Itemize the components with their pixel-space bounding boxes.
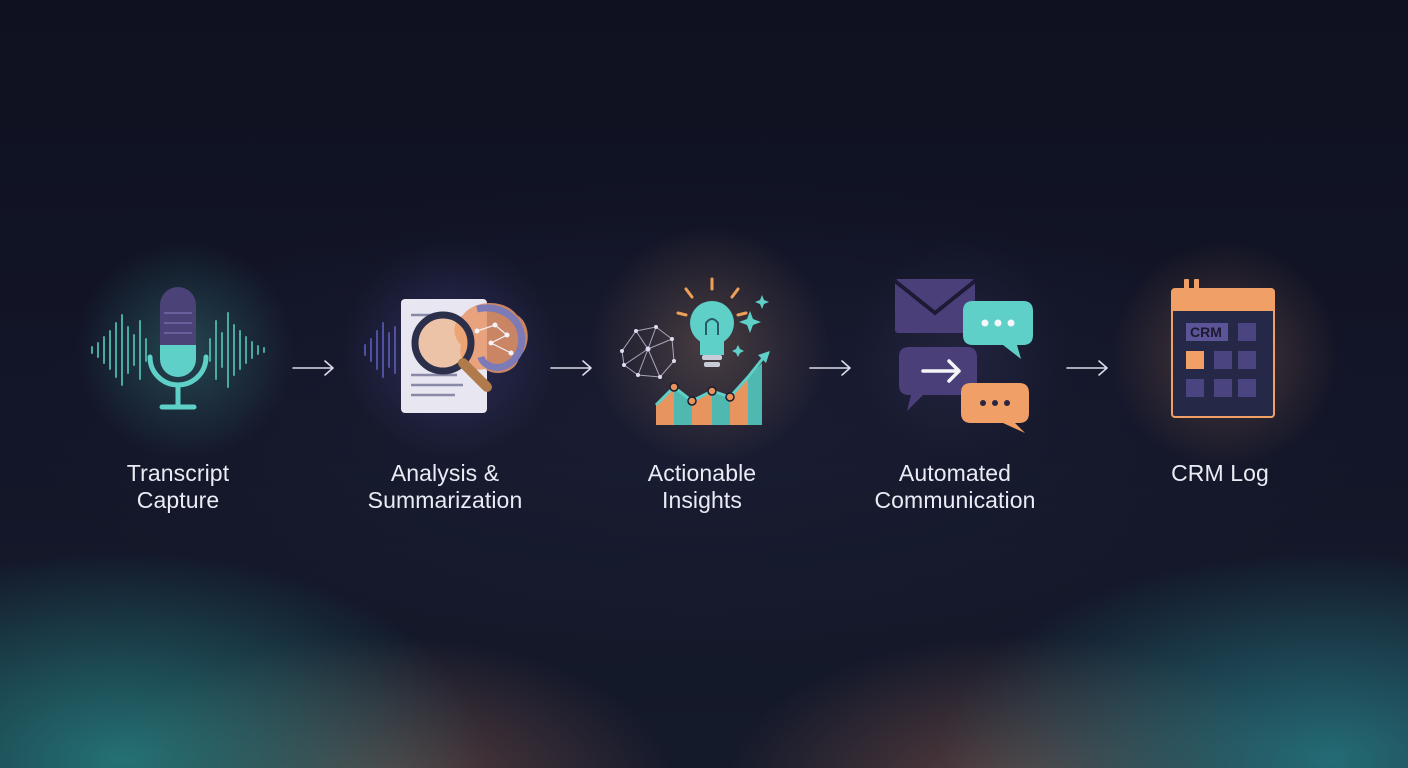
crm-calendar-grid-icon: CRM (1120, 265, 1320, 435)
step-label: CRM Log (1110, 460, 1330, 487)
step-label-line1: Automated (898, 460, 1012, 486)
step-analysis-summarization: Analysis & Summarization (335, 255, 555, 535)
step-label-line1: Transcript (126, 460, 230, 486)
step-label-line2: Insights (661, 487, 743, 513)
document-magnifier-brain-icon (345, 265, 545, 435)
lightbulb-growth-chart-icon (602, 265, 802, 435)
flow-arrow-4 (1065, 356, 1111, 380)
step-label-line1: Analysis & (390, 460, 500, 486)
step-transcript-capture: Transcript Capture (68, 255, 288, 535)
step-actionable-insights: Actionable Insights (592, 255, 812, 535)
flow-arrow-3 (808, 356, 854, 380)
step-label-line2: Summarization (367, 487, 523, 513)
step-label-line2: Communication (874, 487, 1036, 513)
step-automated-communication: Automated Communication (845, 255, 1065, 535)
step-crm-log: CRM CRM Log (1110, 255, 1330, 535)
microphone-soundwave-icon (78, 265, 278, 435)
flow-arrow-1 (291, 356, 337, 380)
flow-arrow-2 (549, 356, 595, 380)
step-label: Actionable Insights (592, 460, 812, 514)
step-label-line1: Actionable (647, 460, 757, 486)
step-label: Analysis & Summarization (335, 460, 555, 514)
crm-icon-text: CRM (1190, 324, 1222, 340)
step-label-line2: Capture (136, 487, 220, 513)
envelope-chat-bubbles-icon (855, 265, 1055, 435)
step-label-line1: CRM Log (1171, 460, 1269, 486)
step-label: Transcript Capture (68, 460, 288, 514)
step-label: Automated Communication (845, 460, 1065, 514)
